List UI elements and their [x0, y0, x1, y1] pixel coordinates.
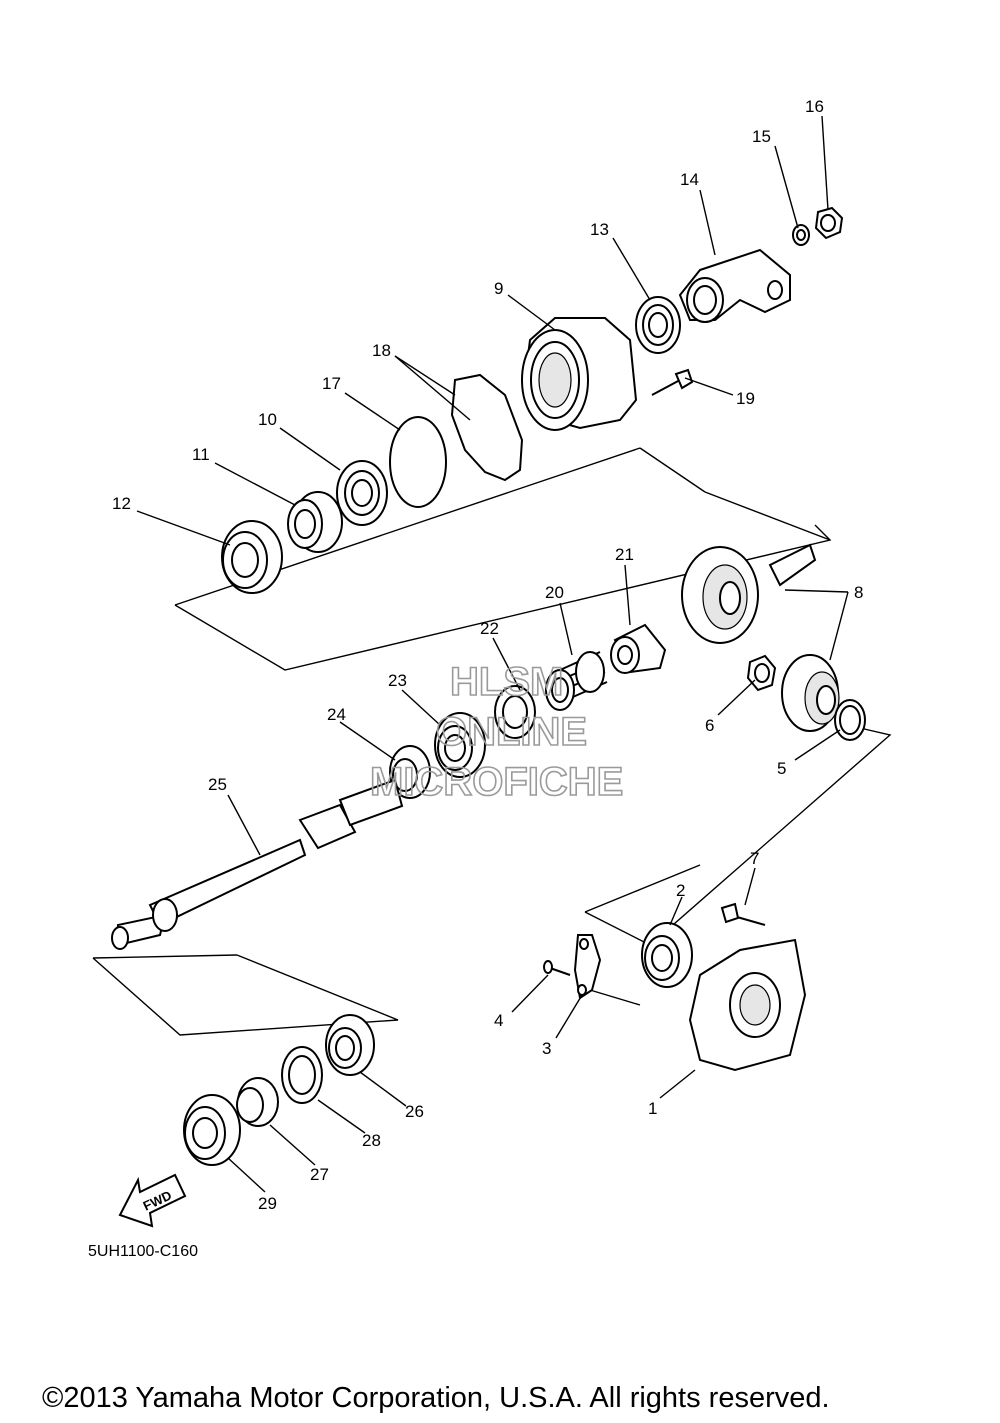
part-7-bolt — [720, 902, 766, 926]
callout-26: 26 — [405, 1102, 424, 1121]
part-18-shim — [450, 373, 524, 482]
part-5-shim — [834, 699, 866, 741]
callout-20: 20 — [545, 583, 564, 602]
fwd-direction-arrow: FWD — [118, 1173, 187, 1228]
part-25-drive-shaft — [111, 778, 404, 950]
part-12-bearing — [221, 520, 283, 594]
part-19-bolt — [651, 368, 694, 396]
part-29-bearing — [183, 1094, 241, 1166]
part-8-ring-gear — [781, 654, 840, 732]
part-3-plate — [573, 934, 602, 1000]
assembly-outline-right — [584, 727, 892, 1006]
part-13-oil-seal — [635, 296, 681, 354]
callout-8: 8 — [854, 583, 863, 602]
callout-1: 1 — [648, 1099, 657, 1118]
part-23b-bearing — [434, 712, 486, 778]
part-28-circlip — [281, 1046, 323, 1104]
callout-12: 12 — [112, 494, 131, 513]
callout-21: 21 — [615, 545, 634, 564]
part-21-coupling — [610, 623, 667, 674]
callout-18: 18 — [372, 341, 391, 360]
part-1-case — [688, 938, 807, 1072]
callout-6: 6 — [705, 716, 714, 735]
part-11-collar — [287, 491, 343, 553]
callout-4: 4 — [494, 1011, 503, 1030]
part-20-spring — [559, 651, 608, 701]
callout-17: 17 — [322, 374, 341, 393]
callout-11: 11 — [192, 445, 210, 464]
watermark-line-2: ONLINE — [436, 710, 587, 754]
callout-14: 14 — [680, 170, 699, 189]
part-15-washer — [792, 224, 810, 246]
callout-16: 16 — [805, 97, 824, 116]
callout-27: 27 — [310, 1165, 329, 1184]
part-17-o-ring — [389, 416, 447, 508]
callout-5: 5 — [777, 759, 786, 778]
part-16-nut — [814, 206, 844, 240]
callout-24: 24 — [327, 705, 346, 724]
part-8-pinion-gear — [681, 543, 817, 644]
part-26-bearing — [325, 1014, 375, 1076]
callout-28: 28 — [362, 1131, 381, 1150]
watermark: HLSM ONLINE MICROFICHE — [369, 659, 624, 805]
part-14-yoke — [678, 248, 791, 323]
part-22-collar — [545, 669, 575, 711]
callout-13: 13 — [590, 220, 609, 239]
part-9-bearing-housing — [521, 317, 638, 431]
callout-15: 15 — [752, 127, 771, 146]
diagram-code: 5UH1100-C160 — [88, 1243, 198, 1260]
callout-22: 22 — [480, 619, 499, 638]
callout-25: 25 — [208, 775, 227, 794]
callout-3: 3 — [542, 1039, 551, 1058]
part-2-bearing — [641, 922, 693, 988]
part-23-bearing — [494, 685, 536, 739]
watermark-line-3: MICROFICHE — [370, 760, 623, 804]
callout-7: 7 — [750, 849, 759, 868]
part-6-nut — [746, 654, 777, 692]
part-27-collar — [236, 1077, 279, 1127]
callout-19: 19 — [736, 389, 755, 408]
part-10-bearing — [336, 460, 388, 526]
callout-10: 10 — [258, 410, 277, 429]
copyright-notice: ©2013 Yamaha Motor Corporation, U.S.A. A… — [42, 1382, 830, 1414]
part-24-collar — [389, 745, 431, 799]
watermark-line-1: HLSM — [450, 660, 563, 704]
callout-29: 29 — [258, 1194, 277, 1213]
assembly-outline-lower — [92, 954, 399, 1036]
callout-9: 9 — [494, 279, 503, 298]
part-4-screw — [543, 960, 571, 976]
callout-23: 23 — [388, 671, 407, 690]
leader-lines — [136, 115, 849, 1193]
callout-2: 2 — [676, 881, 685, 900]
